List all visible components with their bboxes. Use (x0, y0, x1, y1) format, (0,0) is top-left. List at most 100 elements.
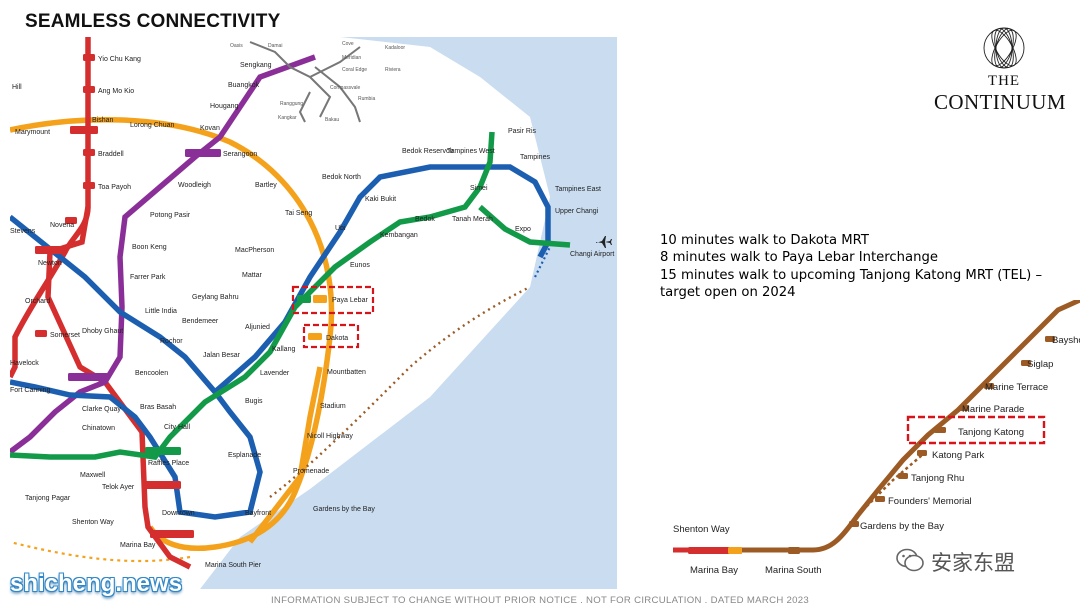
tel-map-canvas: Bayshore Siglap Marine Terrace Marine Pa… (673, 300, 1080, 576)
marker-te26 (959, 405, 969, 411)
station-label: Jalan Besar (203, 352, 241, 359)
tel-station-label: Founders' Memorial (888, 496, 972, 507)
station-label: Bendemeer (182, 318, 219, 325)
station-label: Bencoolen (135, 370, 168, 377)
sea-area (200, 37, 617, 589)
dt-line-west (10, 214, 263, 520)
lrt-label: Ranggung (280, 101, 303, 107)
marker-ns16 (83, 86, 95, 93)
station-label: Sengkang (240, 62, 272, 69)
station-label: Novena (50, 222, 74, 229)
station-label: Tanjong Pagar (25, 495, 71, 502)
dt-extension (534, 246, 551, 278)
station-label: Mattar (242, 272, 263, 279)
marker-te24 (917, 450, 927, 456)
marker-ne12 (185, 149, 221, 157)
station-label: Aljunied (245, 324, 270, 331)
lrt-label: Kangkar (278, 115, 297, 121)
marker-ns17 (70, 126, 98, 134)
station-label: Farrer Park (130, 274, 166, 281)
dakota-highlight (302, 323, 360, 349)
station-label: Kaki Bukit (365, 196, 396, 203)
note-tanjong-katong: 15 minutes walk to upcoming Tanjong Kato… (660, 267, 1043, 283)
note-paya-lebar: 8 minutes walk to Paya Lebar Interchange (660, 250, 938, 266)
station-label: Promenade (293, 468, 329, 475)
lrt-label: Damai (268, 43, 282, 49)
station-label: MacPherson (235, 247, 274, 254)
lrt-label: Compassvale (330, 85, 361, 91)
station-label: Tanah Merah (452, 216, 493, 223)
tel-station-label: Katong Park (932, 450, 985, 461)
station-label: Somerset (50, 332, 80, 339)
station-label: Fort Canning (10, 387, 51, 394)
station-label: Marina Bay (120, 542, 156, 549)
walking-notes: 10 minutes walk to Dakota MRT 8 minutes … (660, 232, 1060, 302)
marker-ew8 (297, 295, 311, 303)
tel-station-label: Tanjong Katong (958, 427, 1024, 438)
station-label: Clarke Quay (82, 406, 121, 413)
station-label: Simei (470, 185, 488, 192)
station-label: Woodleigh (178, 182, 211, 189)
station-label: Kovan (200, 125, 220, 132)
lrt-label: Cove (342, 41, 354, 47)
brand-mark-icon (983, 27, 1025, 69)
tel-station-label: Siglap (1027, 359, 1053, 370)
airport-icon (596, 236, 612, 248)
station-label: Bras Basah (140, 404, 176, 411)
tel-station-label: Bayshore (1052, 335, 1080, 346)
brand-logo: THE CONTINUUM (930, 22, 1080, 114)
circle-line-south (247, 366, 323, 544)
tel-station-label: Marine Parade (962, 404, 1024, 415)
station-label: Toa Payoh (98, 184, 131, 191)
station-label: Changi Airport (570, 251, 614, 258)
watermark-shicheng: shicheng.news (10, 570, 183, 597)
station-label: Raffles Place (148, 460, 189, 467)
station-label: Geylang Bahru (192, 294, 239, 301)
sengkang-lrt (249, 41, 361, 123)
note-target-open: target open on 2024 (660, 285, 796, 301)
station-label: Gardens by the Bay (313, 506, 375, 513)
ne-line (10, 54, 316, 455)
station-label: Lavender (260, 370, 290, 377)
lrt-label: Kadaloor (385, 45, 405, 51)
station-label: Rochor (160, 338, 183, 345)
lrt-label: Riviera (385, 67, 401, 73)
marker-ns27 (150, 530, 194, 538)
tel-station-label: Shenton Way (673, 524, 730, 535)
marker-ew13 (145, 447, 181, 455)
station-label: Bedok Reservoir (402, 148, 454, 155)
station-label: Orchard (25, 298, 50, 305)
tel-station-label: Tanjong Rhu (911, 473, 964, 484)
station-label: Bishan (92, 117, 114, 124)
tel-line (673, 300, 1080, 553)
station-label: City Hall (164, 424, 191, 431)
station-label: Stevens (10, 228, 36, 235)
marker-te28 (1021, 360, 1031, 366)
station-label: Maxwell (80, 472, 106, 479)
marker-ns20 (65, 217, 77, 224)
tel-station-label: Gardens by the Bay (860, 521, 944, 532)
station-label: Newton (38, 260, 62, 267)
station-label: Dhoby Ghaut (82, 328, 123, 335)
station-label: Chinatown (82, 425, 115, 432)
station-label: Nicoll Highway (307, 433, 353, 440)
tel-inset-map: Bayshore Siglap Marine Terrace Marine Pa… (628, 300, 1080, 590)
te-line-upcoming (269, 285, 531, 498)
marker-te27 (984, 383, 994, 389)
lrt-label: Meridian (342, 55, 361, 61)
station-label: Boon Keng (132, 244, 167, 251)
station-label: Little India (145, 308, 177, 315)
station-label: Buangkok (228, 82, 260, 89)
tel-station-label: Marina Bay (690, 565, 738, 576)
station-label: Havelock (10, 360, 39, 367)
marker-te22a (875, 496, 885, 502)
station-label: Paya Lebar (332, 297, 368, 304)
station-label: Kembangan (380, 232, 418, 239)
footer-disclaimer: INFORMATION SUBJECT TO CHANGE WITHOUT PR… (270, 595, 810, 606)
station-markers: Yio Chu Kang Ang Mo Kio Bishan Braddell … (10, 41, 614, 569)
mrt-network-map: Yio Chu Kang Ang Mo Kio Bishan Braddell … (10, 37, 617, 589)
marker-ns19 (83, 182, 95, 189)
note-dakota: 10 minutes walk to Dakota MRT (660, 233, 869, 248)
station-label: Lorong Chuan (130, 122, 174, 129)
marker-ns21 (35, 246, 63, 254)
